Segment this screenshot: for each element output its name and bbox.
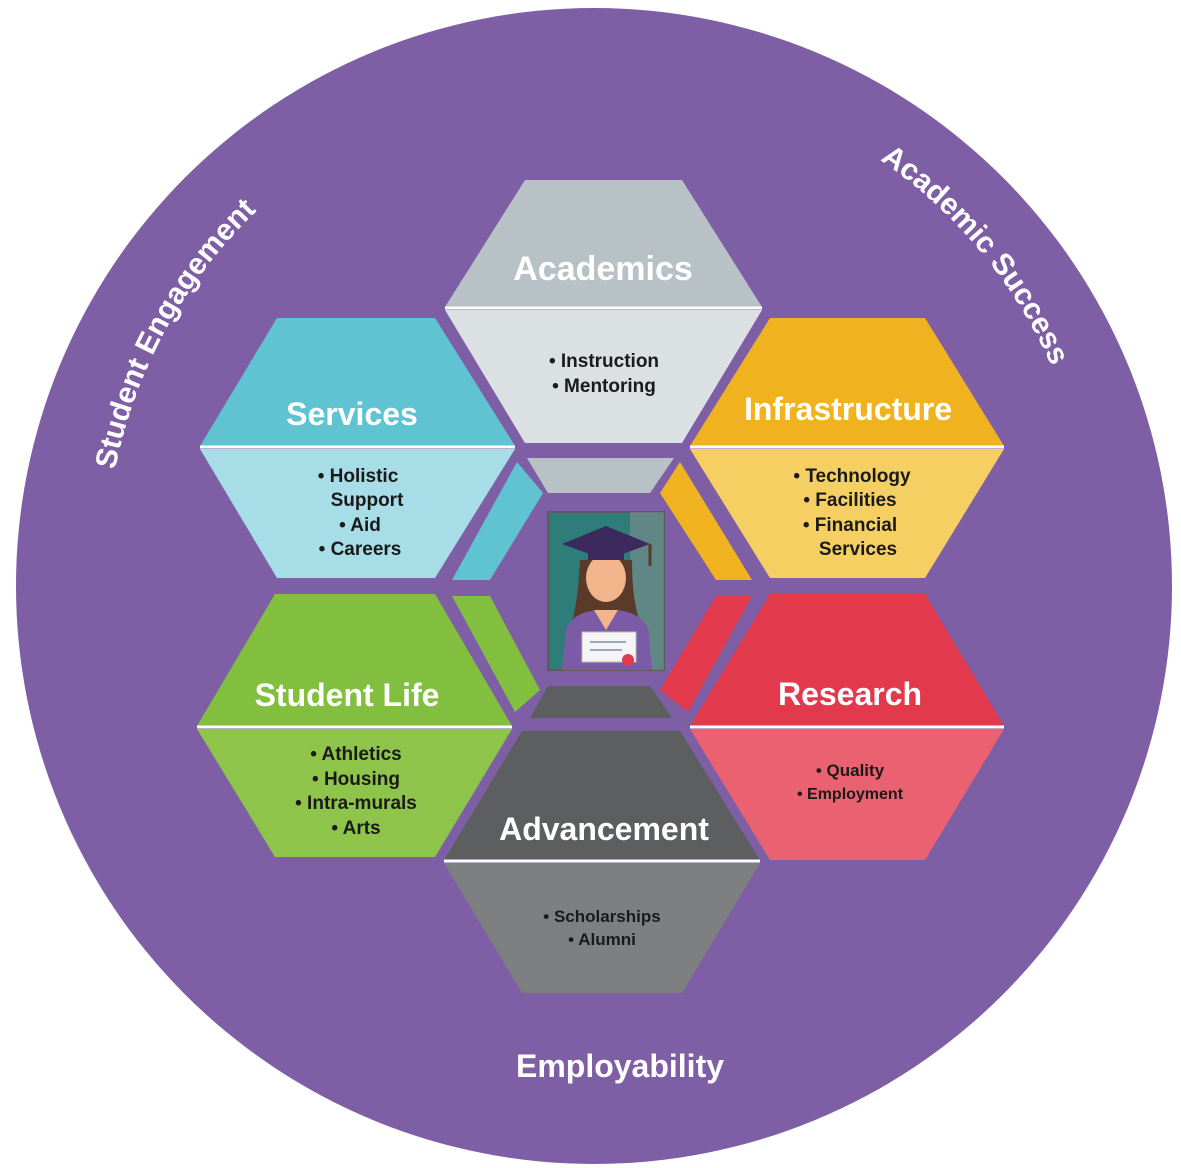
research-item: • Employment (797, 786, 904, 803)
student-life-body (197, 729, 512, 857)
services-item: • Careers (319, 539, 402, 560)
student-life-item: • Intra-murals (295, 793, 417, 814)
infrastructure-item: • Technology (793, 466, 911, 487)
student-life-header (197, 594, 512, 726)
advancement-title: Advancement (499, 811, 709, 847)
student-life-item: • Athletics (310, 744, 401, 765)
segment-infrastructure: Infrastructure • Technology • Facilities… (690, 318, 1004, 578)
connector-wedge-academics (527, 458, 674, 493)
ring-label-employability: Employability (516, 1048, 724, 1084)
academics-body (445, 310, 762, 443)
connector-wedge-services (452, 462, 543, 580)
infrastructure-item: • Financial (803, 515, 897, 536)
segment-academics: Academics • Instruction • Mentoring (445, 180, 762, 443)
advancement-item: • Alumni (568, 930, 636, 949)
research-title: Research (778, 676, 922, 712)
segment-student-life: Student Life • Athletics • Housing • Int… (197, 594, 512, 857)
research-header (690, 594, 1004, 726)
services-header (200, 318, 515, 446)
student-life-item: • Arts (331, 818, 380, 839)
academics-title: Academics (513, 250, 693, 288)
research-body (690, 729, 1004, 860)
services-item: • Holistic (318, 466, 399, 487)
academics-header (445, 180, 762, 307)
student-life-title: Student Life (255, 677, 440, 713)
services-body (200, 449, 515, 578)
academics-item: • Instruction (549, 351, 659, 372)
connector-wedge-student-life (452, 596, 540, 712)
services-item: • Aid (339, 515, 381, 536)
research-item: • Quality (816, 761, 885, 780)
connector-wedge-advancement (530, 686, 672, 718)
segment-services: Services • Holistic Support • Aid • Care… (200, 318, 515, 578)
connector-wedge-infrastructure (660, 462, 752, 580)
segment-research: Research • Quality • Employment (690, 594, 1004, 860)
graduate-icon (547, 511, 665, 671)
infrastructure-title: Infrastructure (744, 391, 952, 427)
segment-advancement: Advancement • Scholarships • Alumni (444, 731, 760, 993)
services-title: Services (286, 396, 418, 432)
infrastructure-header (690, 318, 1004, 446)
infrastructure-item: Services (819, 539, 897, 560)
infrastructure-body (690, 449, 1004, 578)
academics-item: • Mentoring (552, 376, 656, 397)
advancement-item: • Scholarships (543, 907, 660, 926)
student-life-item: • Housing (312, 769, 400, 790)
infrastructure-item: • Facilities (803, 490, 896, 511)
advancement-header (444, 731, 760, 860)
services-item: Support (331, 490, 404, 511)
connector-wedge-research (660, 596, 752, 712)
advancement-body (444, 863, 760, 993)
